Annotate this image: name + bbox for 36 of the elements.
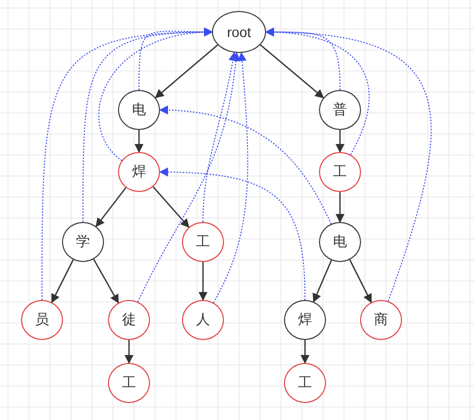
word-end-circle: 员 [21, 300, 63, 340]
arrow [93, 258, 119, 304]
arrow [336, 192, 344, 223]
arrow [51, 259, 74, 304]
arrow [336, 130, 344, 153]
dotted-arrow [159, 168, 306, 300]
word-end-circle: 人 [182, 300, 224, 340]
trie-node-circle: 学 [62, 222, 104, 262]
word-end-circle: 工 [108, 363, 150, 403]
dotted-arrow [137, 52, 240, 302]
arrow [152, 186, 190, 228]
dotted-arrow [42, 28, 213, 300]
trie-node-circle: 焊 [284, 300, 326, 340]
word-end-circle: 工 [284, 363, 326, 403]
dotted-arrow [265, 28, 432, 302]
arrow [96, 187, 126, 228]
arrow [134, 130, 144, 153]
trie-node-circle: 电 [319, 222, 361, 262]
dotted-arrow [159, 106, 332, 224]
arrow [300, 340, 310, 364]
arrow [154, 44, 218, 98]
arrow [124, 340, 134, 364]
word-end-circle: 工 [319, 152, 361, 192]
arrow [198, 262, 208, 301]
dotted-arrow [213, 52, 248, 304]
arrow [312, 260, 332, 303]
trie-node-circle: 普 [319, 90, 361, 130]
dotted-arrow [202, 52, 238, 222]
root-circle: root [212, 11, 266, 53]
word-end-circle: 徒 [108, 300, 150, 340]
word-end-circle: 商 [360, 300, 402, 340]
trie-node-circle: 电 [118, 90, 160, 130]
arrow [349, 259, 372, 304]
word-end-circle: 工 [182, 222, 224, 262]
arrow [260, 44, 324, 98]
word-end-circle: 焊 [118, 152, 160, 192]
